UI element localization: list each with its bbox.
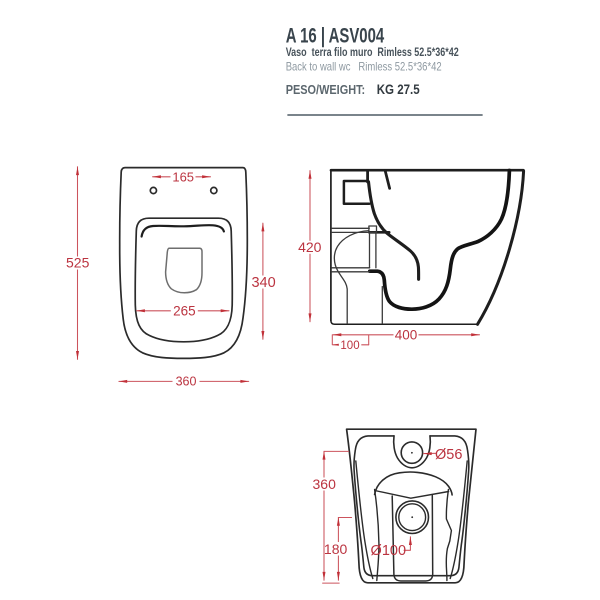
svg-text:KG 27.5: KG 27.5: [377, 82, 420, 97]
svg-text:Ø56: Ø56: [435, 447, 462, 463]
svg-text:A 16 | ASV004: A 16 | ASV004: [286, 25, 385, 48]
svg-text:400: 400: [395, 328, 418, 343]
svg-text:180: 180: [324, 541, 348, 557]
svg-text:265: 265: [173, 303, 196, 318]
svg-text:Vaso terra filo muro Rimless: Vaso terra filo muro Rimless 52.5*36*42: [286, 46, 459, 59]
svg-text:525: 525: [66, 255, 90, 271]
svg-text:165: 165: [172, 170, 194, 185]
svg-text:420: 420: [298, 239, 322, 255]
svg-text:340: 340: [251, 275, 275, 291]
svg-text:360: 360: [176, 375, 197, 389]
svg-text:Back to wall wc Rimless 52.5: Back to wall wc Rimless 52.5*36*42: [286, 60, 442, 73]
svg-text:360: 360: [313, 476, 337, 492]
svg-text:PESO/WEIGHT:: PESO/WEIGHT:: [286, 83, 366, 97]
svg-text:Ø100: Ø100: [371, 543, 406, 559]
svg-text:100: 100: [340, 340, 359, 352]
